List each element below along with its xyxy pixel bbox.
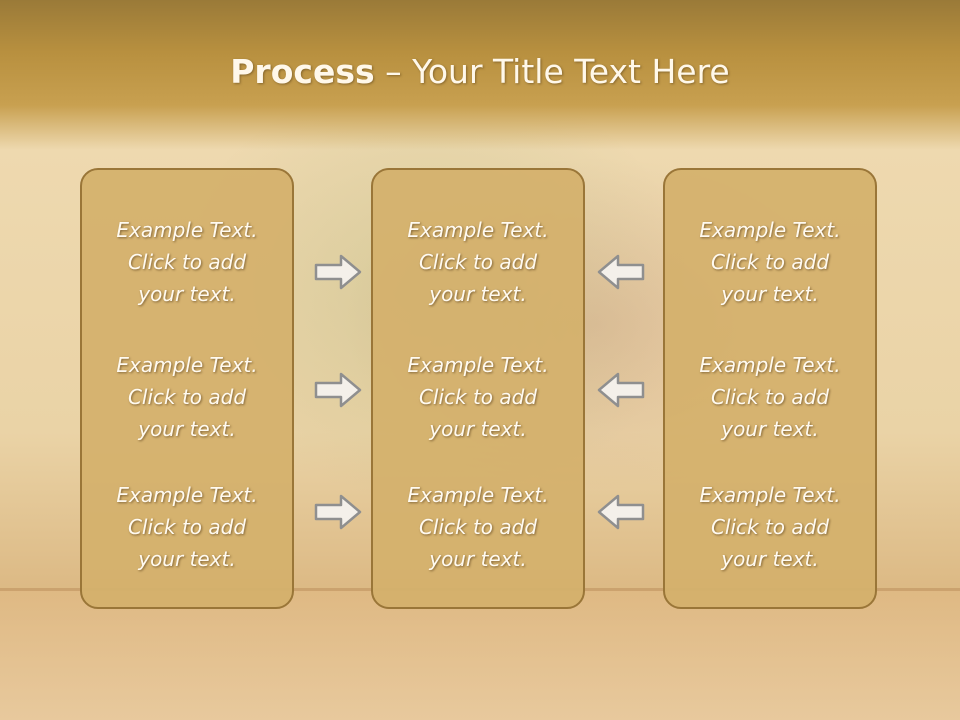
column-2-text-2[interactable]: Example Text. Click to add your text. — [407, 353, 549, 441]
left-arrow-icon — [597, 372, 645, 408]
column-3-text-3[interactable]: Example Text. Click to add your text. — [699, 483, 841, 571]
title-bold: Process — [230, 52, 375, 91]
column-3-text-1[interactable]: Example Text. Click to add your text. — [699, 218, 841, 306]
floor-background — [0, 590, 960, 720]
left-arrow-icon — [597, 494, 645, 530]
title-rest: – Your Title Text Here — [374, 52, 730, 91]
right-arrow-icon — [314, 372, 362, 408]
right-arrow-icon — [314, 494, 362, 530]
column-1-text-2[interactable]: Example Text. Click to add your text. — [116, 353, 258, 441]
column-3-text-2[interactable]: Example Text. Click to add your text. — [699, 353, 841, 441]
column-2-text-3[interactable]: Example Text. Click to add your text. — [407, 483, 549, 571]
process-column-3[interactable]: Example Text. Click to add your text. Ex… — [663, 168, 877, 609]
slide-title[interactable]: Process – Your Title Text Here — [0, 52, 960, 91]
title-band — [0, 0, 960, 150]
column-2-text-1[interactable]: Example Text. Click to add your text. — [407, 218, 549, 306]
right-arrow-icon — [314, 254, 362, 290]
left-arrow-icon — [597, 254, 645, 290]
process-column-1[interactable]: Example Text. Click to add your text. Ex… — [80, 168, 294, 609]
column-1-text-1[interactable]: Example Text. Click to add your text. — [116, 218, 258, 306]
process-column-2[interactable]: Example Text. Click to add your text. Ex… — [371, 168, 585, 609]
column-1-text-3[interactable]: Example Text. Click to add your text. — [116, 483, 258, 571]
